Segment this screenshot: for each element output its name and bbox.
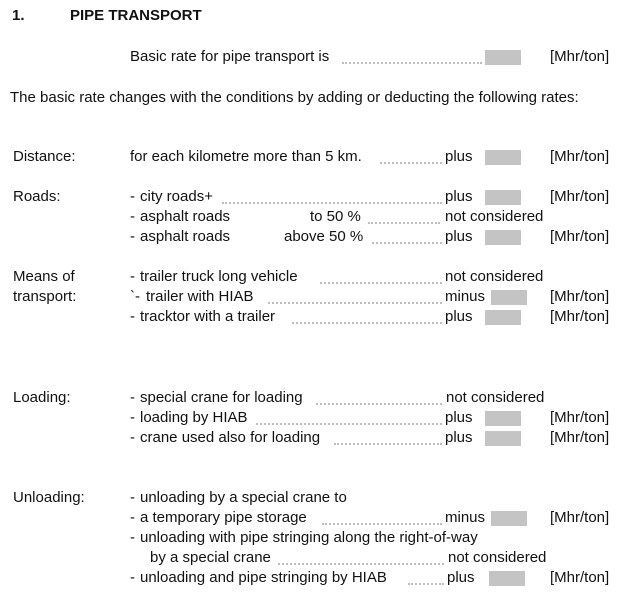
unloading-row-text: unloading and pipe stringing by HIAB [140,569,387,586]
means-row-text: trailer with HIAB [146,288,254,305]
means-row-text: trailer truck long vehicle [140,268,298,285]
unit-label: [Mhr/ton] [550,409,610,426]
bullet: - [130,509,135,526]
rate-value-box [485,411,521,426]
rate-value-box [485,50,521,65]
dot-leader [268,302,442,304]
modifier: minus [445,509,486,526]
dot-leader [292,322,442,324]
bullet: - [130,409,135,426]
bullet: - [130,308,135,325]
unloading-row-text: unloading with pipe stringing along the … [140,529,478,546]
rate-value-box [485,310,521,325]
bullet: `- [130,288,140,305]
dot-leader [380,162,442,164]
unit-label: [Mhr/ton] [550,308,610,325]
basic-rate-text: Basic rate for pipe transport is [130,48,330,65]
dot-leader [368,222,440,224]
intro-text: The basic rate changes with the conditio… [10,89,579,106]
dot-leader [256,423,442,425]
unloading-label: Unloading: [13,489,85,506]
bullet: - [130,569,135,586]
unit-label: [Mhr/ton] [550,228,610,245]
dot-leader [334,443,442,445]
modifier: not considered [445,268,544,285]
rate-value-box [485,190,521,205]
rate-value-box [485,150,521,165]
loading-row-text: special crane for loading [140,389,303,406]
modifier: minus [445,288,486,305]
unit-label: [Mhr/ton] [550,148,610,165]
modifier: plus [445,188,473,205]
modifier: plus [445,228,473,245]
modifier: plus [445,308,473,325]
dot-leader [342,62,482,64]
means-label-line2: transport: [13,288,77,305]
distance-label: Distance: [13,148,76,165]
rate-value-box [491,511,527,526]
rate-value-box [485,230,521,245]
dot-leader [372,242,442,244]
bullet: - [130,389,135,406]
dot-leader [222,202,442,204]
unit-label: [Mhr/ton] [550,288,610,305]
means-label-line1: Means of [13,268,75,285]
condition-text: to 50 % [310,208,361,225]
dot-leader [320,282,442,284]
modifier: not considered [445,208,544,225]
modifier: plus [445,429,473,446]
distance-row-text: for each kilometre more than 5 km. [130,148,362,165]
bullet: - [130,529,135,546]
loading-row-text: crane used also for loading [140,429,321,446]
roads-row-text: asphalt roads [140,208,231,225]
bullet: - [130,268,135,285]
roads-label: Roads: [13,188,61,205]
bullet: - [130,429,135,446]
unloading-row-text: a temporary pipe storage [140,509,307,526]
bullet: - [130,208,135,225]
unit-label: [Mhr/ton] [550,188,610,205]
unloading-row-text: by a special crane [150,549,271,566]
bullet: - [130,489,135,506]
roads-row-text: city roads+ [140,188,213,205]
bullet: - [130,228,135,245]
unit-label: [Mhr/ton] [550,509,610,526]
unit-label: [Mhr/ton] [550,48,610,65]
unit-label: [Mhr/ton] [550,569,610,586]
means-row-text: tracktor with a trailer [140,308,276,325]
unloading-row-text: unloading by a special crane to [140,489,347,506]
modifier: not considered [446,389,545,406]
dot-leader [278,563,444,565]
modifier: not considered [448,549,547,566]
dot-leader [316,403,442,405]
roads-row-text: asphalt roads [140,228,231,245]
loading-label: Loading: [13,389,71,406]
condition-text: above 50 % [284,228,364,245]
dot-leader [322,523,442,525]
rate-value-box [491,290,527,305]
modifier: plus [445,148,473,165]
bullet: - [130,188,135,205]
loading-row-text: loading by HIAB [140,409,248,426]
unit-label: [Mhr/ton] [550,429,610,446]
modifier: plus [445,409,473,426]
rate-value-box [489,571,525,586]
section-number: 1. [12,7,25,24]
modifier: plus [447,569,475,586]
dot-leader [408,583,444,585]
rate-value-box [485,431,521,446]
section-title: PIPE TRANSPORT [70,7,202,24]
